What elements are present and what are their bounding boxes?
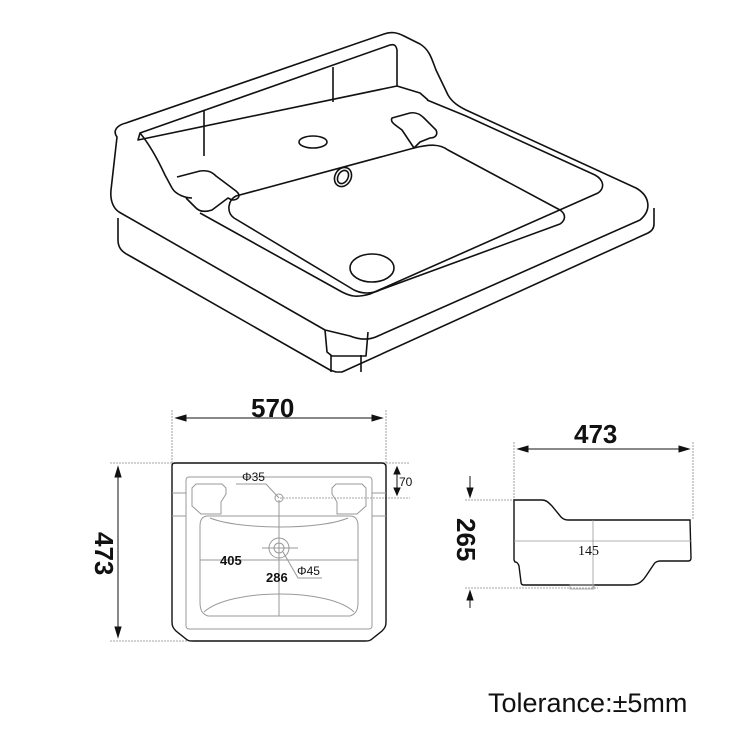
side-depth-label: 473 <box>574 419 617 449</box>
top-view: 570 473 Φ35 70 405 286 Φ45 <box>89 393 413 642</box>
bowl-width-label: 405 <box>220 553 242 568</box>
front-height-label: 145 <box>578 544 599 559</box>
top-width-label: 570 <box>251 393 294 423</box>
tolerance-note: Tolerance:±5mm <box>488 688 688 718</box>
tap-hole-label: Φ35 <box>242 470 265 484</box>
bowl-depth-label: 286 <box>266 570 288 585</box>
isometric-view <box>110 31 655 373</box>
side-view: 473 265 145 <box>451 419 694 608</box>
tap-offset-label: 70 <box>399 475 413 489</box>
side-height-label: 265 <box>451 518 481 561</box>
waste-label: Φ45 <box>297 564 320 578</box>
top-depth-label: 473 <box>89 532 119 575</box>
